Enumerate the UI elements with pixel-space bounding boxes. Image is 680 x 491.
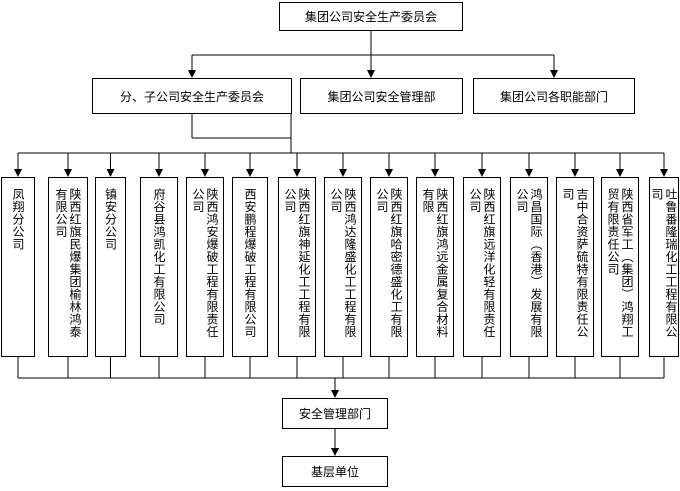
- unit-label: 陕西红旗远洋化轻有限责任: [482, 188, 496, 338]
- unit-box: 西安鹏程爆破工程有限公司: [232, 177, 268, 357]
- unit-box: 凤翔分公司: [1, 177, 35, 357]
- unit-label: 陕西鸿安爆破工程有限责任: [205, 188, 219, 338]
- unit-box: 陕西鸿达隆盛化工工程有限公司: [324, 177, 362, 357]
- unit-label: 吉中合资萨硫特有限责任公: [575, 188, 589, 338]
- unit-box: 镇安分公司: [95, 177, 126, 357]
- root-label: 集团公司安全生产委员会: [304, 10, 437, 24]
- subsidiary-safety-committee: 分、子公司安全生产委员会: [92, 78, 292, 114]
- unit-label: 有限公司: [54, 188, 68, 238]
- unit-label: 吐鲁番隆瑞化工工程有限公: [664, 188, 678, 338]
- safety-management-department: 安全管理部门: [282, 398, 388, 429]
- unit-label: 司: [650, 188, 664, 201]
- unit-label: 司: [561, 188, 575, 201]
- grassroots-units: 基层单位: [282, 456, 388, 487]
- unit-box: 吐鲁番隆瑞化工工程有限公司: [649, 177, 679, 357]
- unit-box: 陕西红旗哈密德盛化工有限公司: [370, 177, 408, 357]
- unit-label: 公司: [283, 188, 297, 213]
- group-functional-depts: 集团公司各职能部门: [473, 78, 635, 114]
- bottom2-label: 基层单位: [310, 465, 359, 479]
- level2-label: 分、子公司安全生产委员会: [119, 89, 264, 104]
- unit-label: 公司: [515, 188, 529, 213]
- root-node: 集团公司安全生产委员会: [279, 2, 463, 31]
- unit-label: 镇安分公司: [103, 188, 118, 251]
- unit-label: 公司: [375, 188, 389, 213]
- unit-label: 陕西红旗哈密德盛化工有限: [389, 188, 403, 338]
- unit-label: 陕西红旗鸿远金属复合材料: [435, 188, 449, 338]
- unit-label: 陕西红旗民爆集团榆林鸿泰: [68, 188, 82, 338]
- level2-label: 集团公司各职能部门: [499, 89, 608, 104]
- unit-box: 陕西省军工（集团）鸿翔工贸有限责任公司: [601, 177, 639, 357]
- unit-label: 公司: [468, 188, 482, 213]
- bottom1-label: 安全管理部门: [298, 407, 371, 421]
- unit-label: 贸有限责任公司: [606, 188, 620, 276]
- unit-label: 鸿昌国际（香港）发展有限: [529, 188, 543, 338]
- unit-box: 陕西红旗民爆集团榆林鸿泰有限公司: [48, 177, 88, 357]
- unit-label: 西安鹏程爆破工程有限公司: [243, 188, 257, 338]
- unit-box: 府谷县鸿凯化工有限公司: [140, 177, 178, 357]
- unit-label: 陕西省军工（集团）鸿翔工: [620, 188, 634, 338]
- unit-label: 公司: [191, 188, 205, 213]
- group-safety-management-dept: 集团公司安全管理部: [300, 78, 463, 114]
- unit-box: 陕西红旗鸿远金属复合材料有限: [416, 177, 454, 357]
- unit-label: 凤翔分公司: [11, 188, 25, 251]
- unit-label: 府谷县鸿凯化工有限公司: [152, 188, 166, 326]
- unit-box: 鸿昌国际（香港）发展有限公司: [510, 177, 548, 357]
- unit-box: 陕西红旗远洋化轻有限责任公司: [463, 177, 501, 357]
- unit-label: 陕西红旗神延化工工程有限: [297, 188, 311, 338]
- unit-box: 陕西红旗神延化工工程有限公司: [278, 177, 316, 357]
- unit-label: 公司: [329, 188, 343, 213]
- unit-box: 陕西鸿安爆破工程有限责任公司: [186, 177, 224, 357]
- unit-box: 吉中合资萨硫特有限责任公司: [556, 177, 594, 357]
- unit-label: 陕西鸿达隆盛化工工程有限: [343, 188, 357, 338]
- level2-label: 集团公司安全管理部: [327, 89, 436, 104]
- unit-label: 有限: [421, 188, 435, 213]
